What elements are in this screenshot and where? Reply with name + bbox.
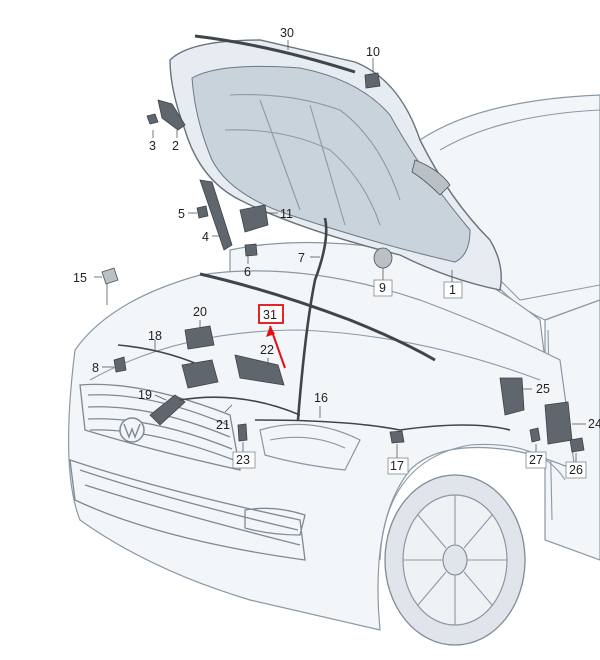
callout-8: 8 [92, 361, 99, 375]
callout-19: 19 [138, 388, 152, 402]
part-27 [529, 427, 541, 443]
callout-31: 31 [263, 308, 277, 322]
car-body [67, 94, 600, 646]
callout-27: 27 [529, 453, 543, 467]
part-16 [254, 419, 511, 431]
callout-24: 24 [588, 417, 600, 431]
callout-17: 17 [390, 459, 404, 473]
callout-17-box [387, 457, 409, 475]
callouts: 30 10 3 2 5 11 4 6 7 9 1 15 20 31 18 22 … [73, 26, 600, 479]
callout-16: 16 [314, 391, 328, 405]
callout-20: 20 [193, 305, 207, 319]
callout-3: 3 [149, 139, 156, 153]
callout-26: 26 [569, 463, 583, 477]
part-19 [149, 394, 186, 426]
parts [101, 72, 585, 453]
part-latch [181, 359, 219, 389]
part-10 [364, 72, 381, 89]
callout-22: 22 [260, 343, 274, 357]
part-24 [544, 401, 573, 445]
callout-10: 10 [366, 45, 380, 59]
leader-lines [94, 40, 586, 462]
callout-4: 4 [202, 230, 209, 244]
part-15 [101, 267, 119, 285]
callout-9: 9 [379, 281, 386, 295]
hood-panel [169, 34, 502, 291]
callout-9-box [373, 279, 393, 297]
part-21 [179, 396, 301, 416]
callout-25: 25 [536, 382, 550, 396]
callout-23: 23 [236, 453, 250, 467]
part-4 [199, 179, 233, 251]
part-23 [237, 423, 248, 442]
part-3 [146, 113, 159, 125]
part-17 [389, 430, 405, 444]
callout-15: 15 [73, 271, 87, 285]
part-26 [569, 437, 585, 453]
callout-1-box [443, 281, 463, 299]
part-11 [239, 204, 269, 233]
part-9 [373, 247, 393, 269]
callout-23-box [232, 451, 256, 469]
callout-27-box [525, 451, 547, 469]
part-6 [244, 243, 258, 257]
callout-5: 5 [178, 207, 185, 221]
callout-1: 1 [449, 283, 456, 297]
part-5 [196, 205, 209, 219]
callout-21: 21 [216, 418, 230, 432]
part-8 [113, 356, 127, 373]
callout-7: 7 [298, 251, 305, 265]
callout-18: 18 [148, 329, 162, 343]
part-7 [296, 217, 328, 421]
callout-2: 2 [172, 139, 179, 153]
callout-31-highlight-box [258, 304, 284, 324]
callout-6: 6 [244, 265, 251, 279]
callout-30: 30 [280, 26, 294, 40]
callout-31-arrowhead [266, 326, 275, 337]
callout-26-box [565, 461, 587, 479]
callout-11: 11 [280, 207, 293, 221]
part-20 [184, 325, 215, 350]
part-25 [499, 377, 525, 416]
part-31 [199, 272, 436, 362]
part-2 [157, 99, 186, 131]
part-22 [234, 354, 285, 386]
